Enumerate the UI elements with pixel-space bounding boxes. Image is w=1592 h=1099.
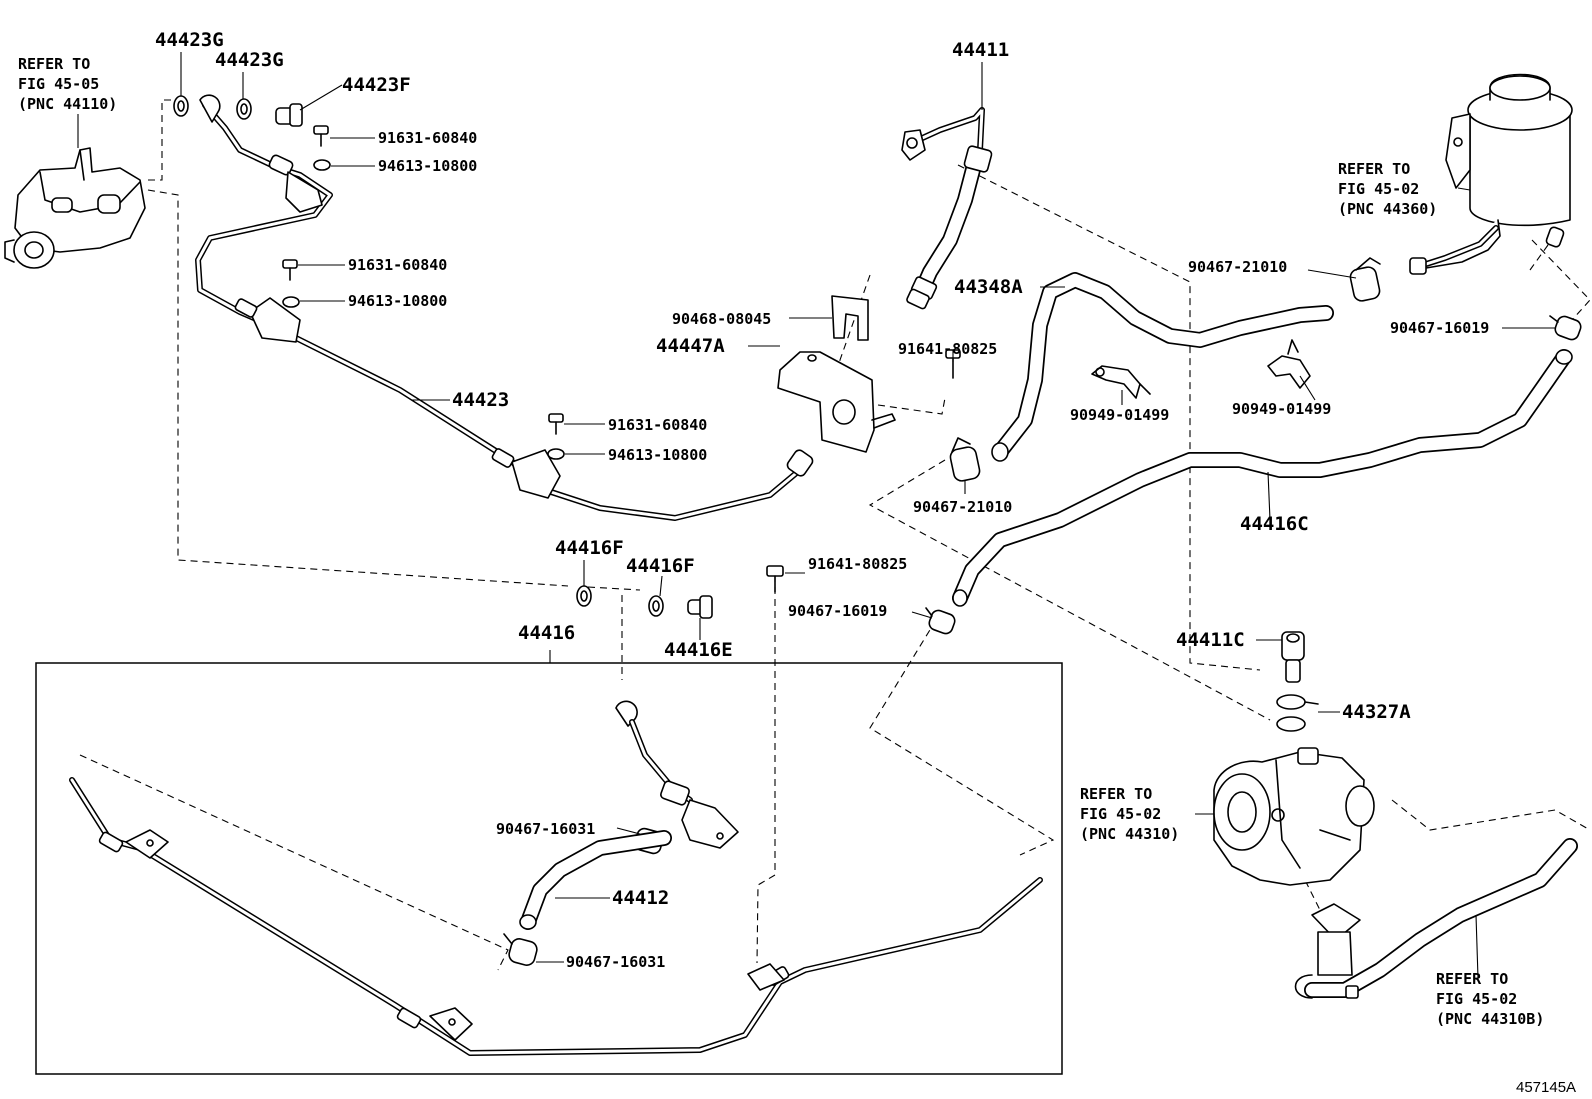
svg-text:REFER TO: REFER TO <box>1436 970 1508 988</box>
clamp-90467-16019-right <box>1549 315 1582 341</box>
label-91631-c: 91631-60840 <box>608 416 707 434</box>
label-94613-a: 94613-10800 <box>378 157 477 175</box>
gaskets-44327A <box>1276 694 1319 732</box>
label-kit-44416: 44416 <box>518 622 575 644</box>
pressure-hose-ref-44310B <box>1294 838 1578 999</box>
label-90467-16019-b: 90467-16019 <box>788 602 887 620</box>
leader-lines <box>180 52 1556 979</box>
label-44411: 44411 <box>952 39 1009 61</box>
label-44348A: 44348A <box>954 276 1023 298</box>
label-91641-a: 91641-80825 <box>898 340 997 358</box>
kit-44416-box <box>35 662 1063 1075</box>
svg-text:FIG 45-02: FIG 45-02 <box>1080 805 1161 823</box>
svg-text:FIG 45-02: FIG 45-02 <box>1338 180 1419 198</box>
label-44416C: 44416C <box>1240 513 1309 535</box>
return-hose-44411 <box>901 107 993 310</box>
clip-90468-08045 <box>831 295 869 341</box>
washers-94613 <box>282 159 565 460</box>
ref-note-44310B: REFER TO FIG 45-02 (PNC 44310B) <box>1436 970 1544 1028</box>
label-44327A: 44327A <box>1342 701 1411 723</box>
svg-text:REFER TO: REFER TO <box>1338 160 1410 178</box>
clamp-90467-16019-lower <box>925 607 956 635</box>
svg-text:FIG 45-02: FIG 45-02 <box>1436 990 1517 1008</box>
clips-90949-01499 <box>1091 339 1311 399</box>
label-44423F: 44423F <box>342 74 411 96</box>
label-44416E: 44416E <box>664 639 733 661</box>
svg-text:REFER TO: REFER TO <box>1080 785 1152 803</box>
bolts-91631 <box>282 125 564 435</box>
label-44423G-b: 44423G <box>215 49 284 71</box>
svg-text:(PNC 44360): (PNC 44360) <box>1338 200 1437 218</box>
washers-44416F <box>576 585 664 617</box>
label-90467-16019-a: 90467-16019 <box>1390 319 1489 337</box>
label-90467-21010-b: 90467-21010 <box>913 498 1012 516</box>
svg-text:(PNC 44110): (PNC 44110) <box>18 95 117 113</box>
label-94613-c: 94613-10800 <box>608 446 707 464</box>
label-90467-21010-a: 90467-21010 <box>1188 258 1287 276</box>
part-labels: 44423G 44423G 44423F 91631-60840 94613-1… <box>155 29 1489 971</box>
ref-note-44360: REFER TO FIG 45-02 (PNC 44360) <box>1338 160 1437 218</box>
label-91641-b: 91641-80825 <box>808 555 907 573</box>
label-90468: 90468-08045 <box>672 310 771 328</box>
label-90949-a: 90949-01499 <box>1070 406 1169 424</box>
bolt-91641-lower <box>766 565 784 593</box>
assembly-dashed-lines <box>79 99 1591 971</box>
washers-44423G <box>173 95 252 120</box>
ref-note-44310: REFER TO FIG 45-02 (PNC 44310) <box>1080 785 1179 843</box>
svg-text:(PNC 44310): (PNC 44310) <box>1080 825 1179 843</box>
power-steering-pump-ref-44310 <box>1213 747 1375 886</box>
kit-44416-contents <box>69 700 1043 1056</box>
ref-note-44110: REFER TO FIG 45-05 (PNC 44110) <box>18 55 117 148</box>
label-91631-a: 91631-60840 <box>378 129 477 147</box>
union-bolt-44423F <box>275 103 303 127</box>
label-44411C: 44411C <box>1176 629 1245 651</box>
bracket-44447A <box>777 351 896 453</box>
label-90467-16031-b: 90467-16031 <box>566 953 665 971</box>
union-44411C <box>1281 631 1305 683</box>
label-44423: 44423 <box>452 389 509 411</box>
hose-44416C <box>952 349 1573 607</box>
svg-text:(PNC 44310B): (PNC 44310B) <box>1436 1010 1544 1028</box>
label-90467-16031-a: 90467-16031 <box>496 820 595 838</box>
clamps-90467-21010 <box>949 257 1381 482</box>
label-91631-b: 91631-60840 <box>348 256 447 274</box>
hose-44348A <box>991 272 1334 462</box>
label-44416F-b: 44416F <box>626 555 695 577</box>
svg-text:REFER TO: REFER TO <box>18 55 90 73</box>
label-44416F-a: 44416F <box>555 537 624 559</box>
union-bolt-44416E <box>687 595 713 619</box>
label-44412: 44412 <box>612 887 669 909</box>
label-44447A: 44447A <box>656 335 725 357</box>
label-90949-b: 90949-01499 <box>1232 400 1331 418</box>
pressure-tube-44423 <box>195 94 814 521</box>
svg-text:FIG 45-05: FIG 45-05 <box>18 75 99 93</box>
steering-pump-ref-44110 <box>4 147 146 269</box>
label-94613-b: 94613-10800 <box>348 292 447 310</box>
reservoir-ref-44360 <box>1409 73 1573 275</box>
figure-number: 457145A <box>1516 1079 1576 1096</box>
label-44423G-a: 44423G <box>155 29 224 51</box>
